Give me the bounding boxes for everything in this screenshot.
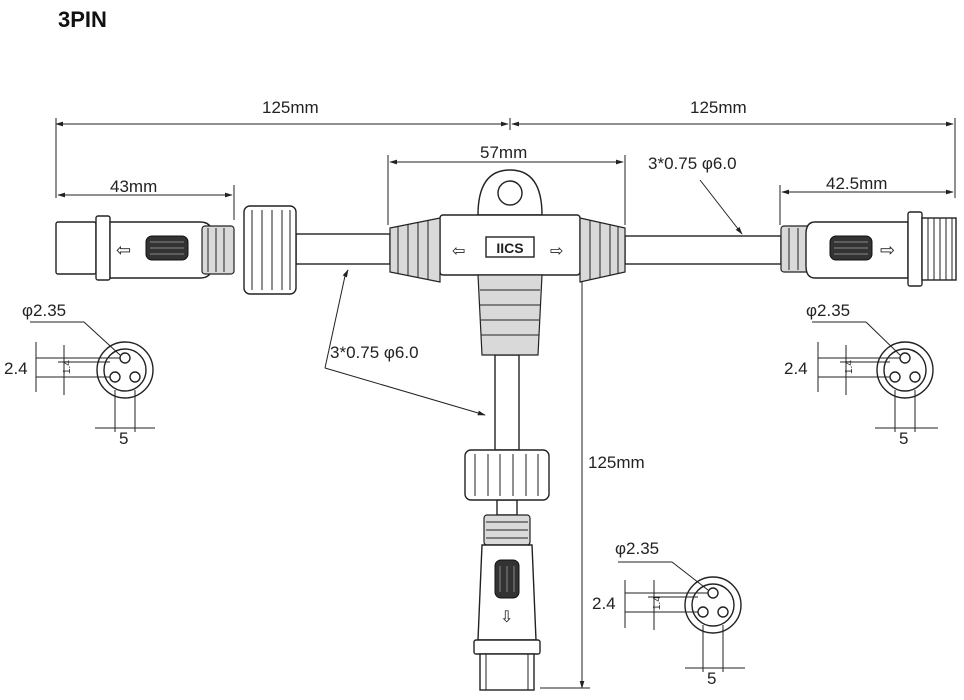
pin-left-pitch: 5 [119,429,128,448]
pin-right-height: 2.4 [784,359,808,378]
cable-spec-left: 3*0.75 φ6.0 [330,343,419,362]
tee-junction [389,169,626,356]
cable-spec-right: 3*0.75 φ6.0 [648,154,737,173]
left-plug-label: 43mm [110,177,157,196]
tee-left-arrow-icon: ⇦ [452,243,465,260]
pin-left-height: 2.4 [4,359,28,378]
pin-bottom-hole: φ2.35 [615,539,659,558]
cable-leaders [324,179,743,416]
pin-bottom-offset: 1.4 [652,596,663,610]
tee-width-label: 57mm [480,143,527,162]
dimension-lines [55,118,956,689]
branch-length-label: 125mm [588,453,645,472]
pin-view-right [812,321,938,432]
pin-right-offset: 1.4 [844,360,855,374]
pin-view-bottom [618,561,745,672]
pin-bottom-pitch: 5 [707,669,716,688]
right-span-label: 125mm [690,98,747,117]
pin-right-hole: φ2.35 [806,301,850,320]
right-arrow-icon: ⇨ [880,240,895,260]
bottom-connector [464,449,550,691]
right-plug-label: 42.5mm [826,174,887,193]
pin-view-left [30,321,155,432]
pin-left-offset: 1.4 [62,360,73,374]
left-span-label: 125mm [262,98,319,117]
right-connector [780,211,957,287]
pin-right-pitch: 5 [899,429,908,448]
page-title: 3PIN [58,7,107,32]
pin-left-hole: φ2.35 [22,301,66,320]
tee-right-arrow-icon: ⇨ [550,243,563,260]
brand-label: IICS [496,240,523,256]
left-connector [55,205,297,295]
pin-bottom-height: 2.4 [592,594,616,613]
left-arrow-icon: ⇦ [116,240,131,260]
down-arrow-icon: ⇩ [500,609,513,626]
